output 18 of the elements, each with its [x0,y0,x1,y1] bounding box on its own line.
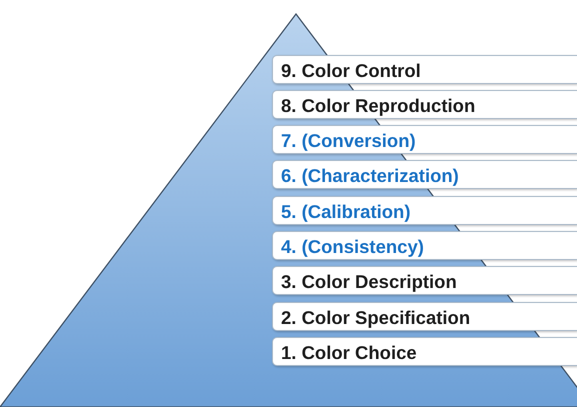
level-bar [272,160,577,189]
level-label: 3. Color Description [281,271,457,293]
level-label: 2. Color Specification [281,307,470,329]
level-label: 7. (Conversion) [281,130,416,152]
level-bar [272,90,577,119]
level-bar [272,196,577,225]
level-label: 1. Color Choice [281,342,417,364]
level-label: 9. Color Control [281,60,421,82]
level-label: 5. (Calibration) [281,201,411,223]
level-bar [272,337,577,366]
level-label: 8. Color Reproduction [281,95,476,117]
level-bar [272,266,577,295]
level-bar [272,231,577,260]
level-label: 6. (Characterization) [281,165,459,187]
level-bar [272,125,577,154]
level-bar [272,55,577,84]
level-bar [272,302,577,331]
level-label: 4. (Consistency) [281,236,424,258]
